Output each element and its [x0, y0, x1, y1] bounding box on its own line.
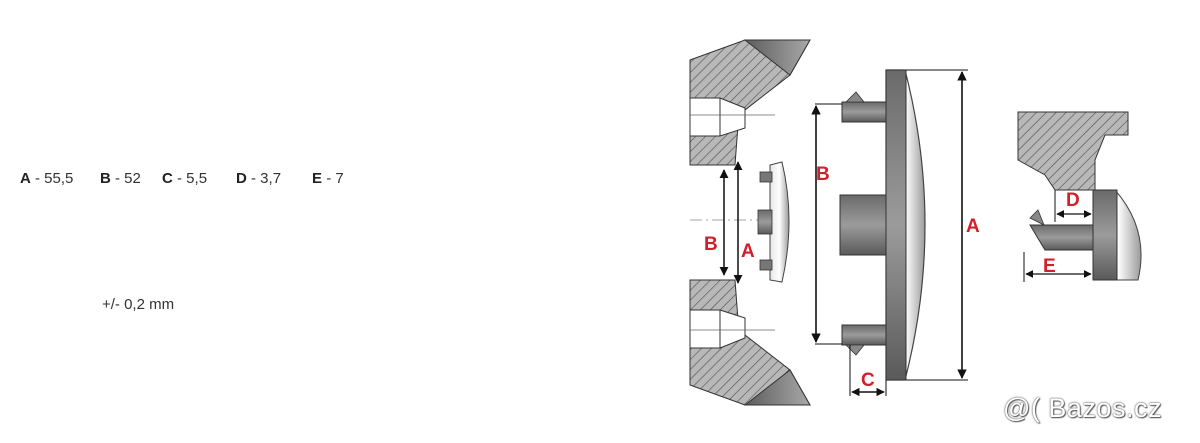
watermark: @( Bazos.cz [1003, 393, 1162, 423]
label-d-detail: D [1066, 190, 1080, 211]
label-b-main: B [816, 164, 830, 185]
tolerance-note: +/- 0,2 mm [102, 296, 175, 313]
label-a-main: A [966, 216, 980, 237]
spec-c: C - 5,5 [162, 170, 208, 187]
label-a-left: A [741, 241, 755, 262]
spec-b: B - 52 [100, 170, 141, 187]
spec-d: D - 3,7 [236, 170, 282, 187]
spec-e: E - 7 [312, 170, 344, 187]
label-b-left: B [704, 234, 718, 255]
label-c-main: C [861, 370, 875, 391]
spec-a: A - 55,5 [20, 170, 74, 187]
large-centering-ring [839, 69, 926, 381]
small-centering-ring [757, 161, 790, 283]
wheel-hub-section [689, 39, 811, 406]
label-e-detail: E [1043, 256, 1056, 277]
detail-section [1017, 111, 1142, 281]
